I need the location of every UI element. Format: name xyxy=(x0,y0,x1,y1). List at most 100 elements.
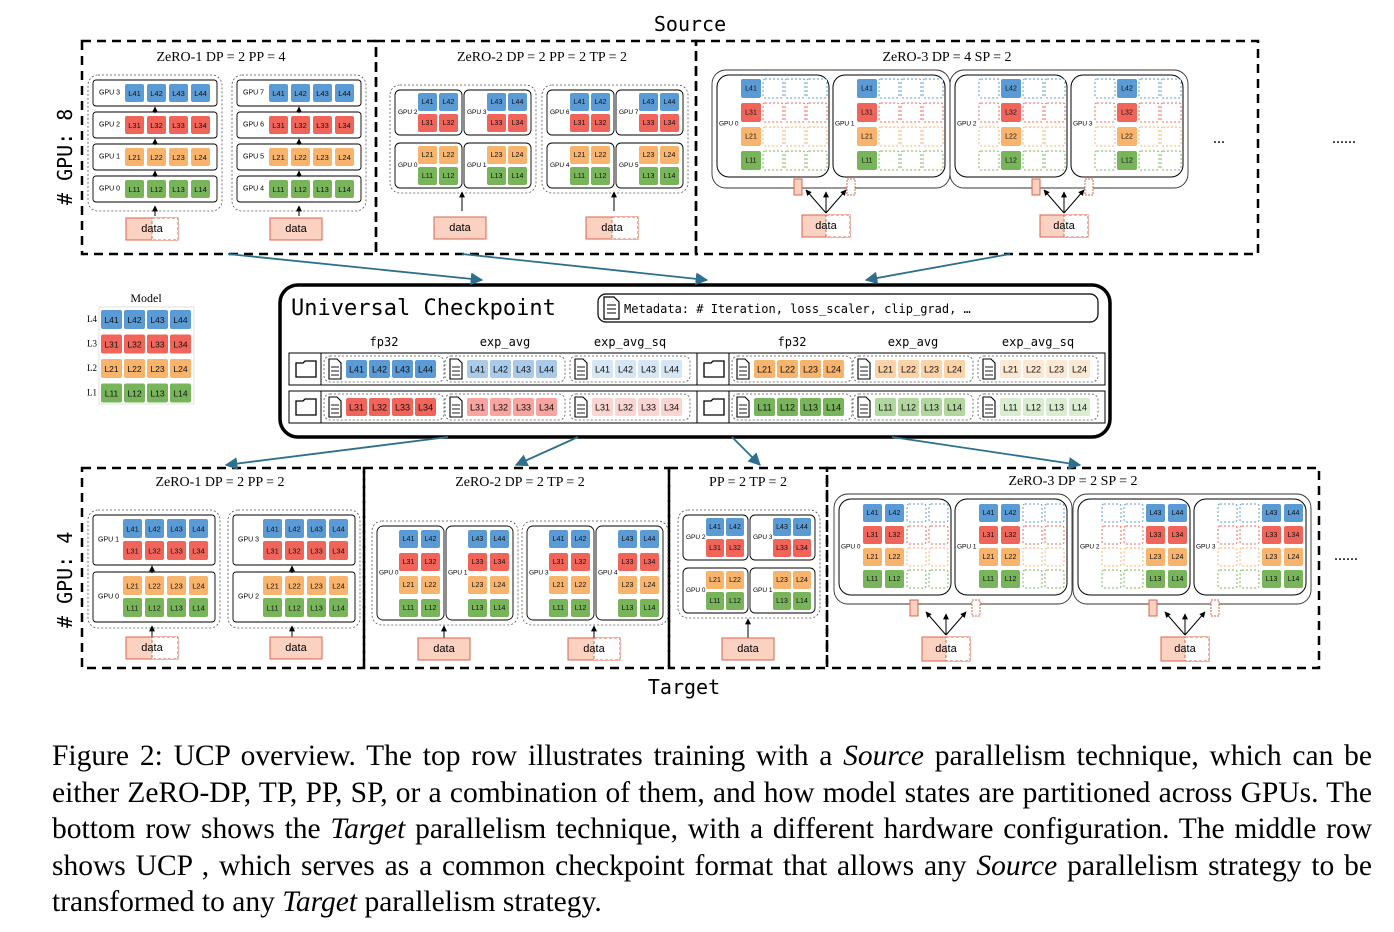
ucp-layer-cell xyxy=(490,398,511,416)
data-label: data xyxy=(141,223,163,235)
layer-cell-label: L34 xyxy=(338,121,351,130)
layer-cell-label: L42 xyxy=(425,536,437,543)
layer-cell xyxy=(640,576,659,594)
layer-cell xyxy=(706,518,724,536)
layer-cell-label: L14 xyxy=(1288,576,1300,583)
layer-cell xyxy=(101,334,122,354)
layer-cell xyxy=(762,78,784,99)
layer-cell-label: L11 xyxy=(867,576,878,583)
layer-cell xyxy=(1146,504,1165,522)
layer-cell xyxy=(1239,547,1260,567)
layer-cell xyxy=(706,592,724,610)
file-shape xyxy=(857,396,871,418)
layer-cell xyxy=(922,78,944,99)
layer-cell xyxy=(147,84,166,102)
layer-cell xyxy=(125,116,144,134)
layer-cell xyxy=(1284,526,1303,544)
ucp-layer-cell-label: L44 xyxy=(539,365,554,375)
gpu-label: GPU 1 xyxy=(957,544,977,551)
data-input: data xyxy=(1160,636,1210,662)
layer-cell-label: L11 xyxy=(861,158,872,165)
layer-cell xyxy=(418,114,437,132)
ucp-metadata-box xyxy=(597,293,1099,323)
gpu-label: GPU 0 xyxy=(686,587,706,594)
layer-cell xyxy=(1001,548,1020,566)
layer-cell xyxy=(1117,103,1137,122)
layer-cell-label: L24 xyxy=(173,364,187,374)
layer-cell-label: L14 xyxy=(796,598,808,605)
layer-cell-label: L33 xyxy=(491,120,503,127)
layer-cell-label: L31 xyxy=(574,120,586,127)
layer-cell xyxy=(1217,547,1238,567)
data-input: data xyxy=(269,217,323,241)
layer-cell xyxy=(291,116,310,134)
data-box-shard xyxy=(825,214,851,238)
layer-cell xyxy=(421,553,440,571)
layer-cell xyxy=(263,541,282,560)
ucp-layer-cell-label: L23 xyxy=(924,365,939,375)
layer-cell-label: L14 xyxy=(338,185,351,194)
universal-checkpoint: Universal Checkpoint Metadata: # Iterati… xyxy=(278,283,1112,439)
layer-cell xyxy=(169,180,188,198)
target-config-zero3: ZeRO-3 DP = 2 SP = 2 xyxy=(1008,474,1137,489)
layer-cell xyxy=(1001,103,1021,122)
ucp-layer-cell xyxy=(823,398,844,416)
ucp-layer-cell-label: L44 xyxy=(664,365,679,375)
layer-cell-label: L21 xyxy=(745,134,757,141)
layer-cell xyxy=(922,102,944,123)
gpu-box xyxy=(595,525,664,621)
layer-cell xyxy=(1217,569,1238,589)
layer-cell xyxy=(762,150,784,171)
ucp-layer-cell xyxy=(898,360,919,378)
layer-cell-label: L22 xyxy=(889,554,901,561)
ucp-layer-cell-label: L14 xyxy=(826,403,841,413)
layer-cell-label: L22 xyxy=(425,582,437,589)
layer-cell xyxy=(1022,102,1044,123)
ucp-layer-cell-label: L13 xyxy=(924,403,939,413)
layer-cell-label: L31 xyxy=(983,532,995,539)
layer-cell xyxy=(439,93,458,111)
layer-cell xyxy=(399,530,418,548)
layer-cell xyxy=(1239,569,1260,589)
target-config-pp: PP = 2 TP = 2 xyxy=(709,475,787,490)
layer-cell-label: L33 xyxy=(310,547,323,556)
layer-cell xyxy=(1001,127,1021,146)
layer-cell xyxy=(806,78,828,99)
layer-cell xyxy=(1138,102,1160,123)
gpu-label: GPU 1 xyxy=(835,121,855,128)
file-shape xyxy=(982,358,996,380)
gpu-label: GPU 1 xyxy=(753,587,773,594)
ucp-layer-cell-label: L32 xyxy=(372,403,387,413)
folder-shape xyxy=(703,360,725,378)
layer-cell xyxy=(1001,504,1020,522)
layer-cell xyxy=(741,79,761,98)
layer-cell xyxy=(1160,126,1182,147)
layer-cell xyxy=(1123,547,1144,567)
source-ellipsis-short: ... xyxy=(1213,130,1225,147)
layer-cell-label: L41 xyxy=(983,510,995,517)
gpu-label: GPU 0 xyxy=(99,186,120,193)
layer-cell xyxy=(1117,79,1137,98)
data-box-shard xyxy=(611,216,639,240)
layer-cell xyxy=(857,127,877,146)
layer-cell xyxy=(1022,78,1044,99)
layer-cell xyxy=(900,150,922,171)
layer-cell-label: L41 xyxy=(272,89,285,98)
layer-cell xyxy=(125,148,144,166)
file-icon xyxy=(857,358,871,380)
dp-group xyxy=(949,69,1189,189)
arrow-ucp-to-tgt-z3 xyxy=(891,436,1082,470)
layer-cell-label: L14 xyxy=(644,605,656,612)
layer-cell-label: L41 xyxy=(745,86,757,93)
layer-cell xyxy=(863,570,882,588)
layer-cell-label: L32 xyxy=(443,120,455,127)
layer-cell xyxy=(169,116,188,134)
layer-cell-label: L41 xyxy=(422,99,434,106)
layer-cell xyxy=(167,576,186,595)
ucp-layer-cell-label: L14 xyxy=(1072,403,1087,413)
arrow-ucp-to-tgt-z2 xyxy=(514,436,579,467)
layer-cell-label: L31 xyxy=(126,547,139,556)
